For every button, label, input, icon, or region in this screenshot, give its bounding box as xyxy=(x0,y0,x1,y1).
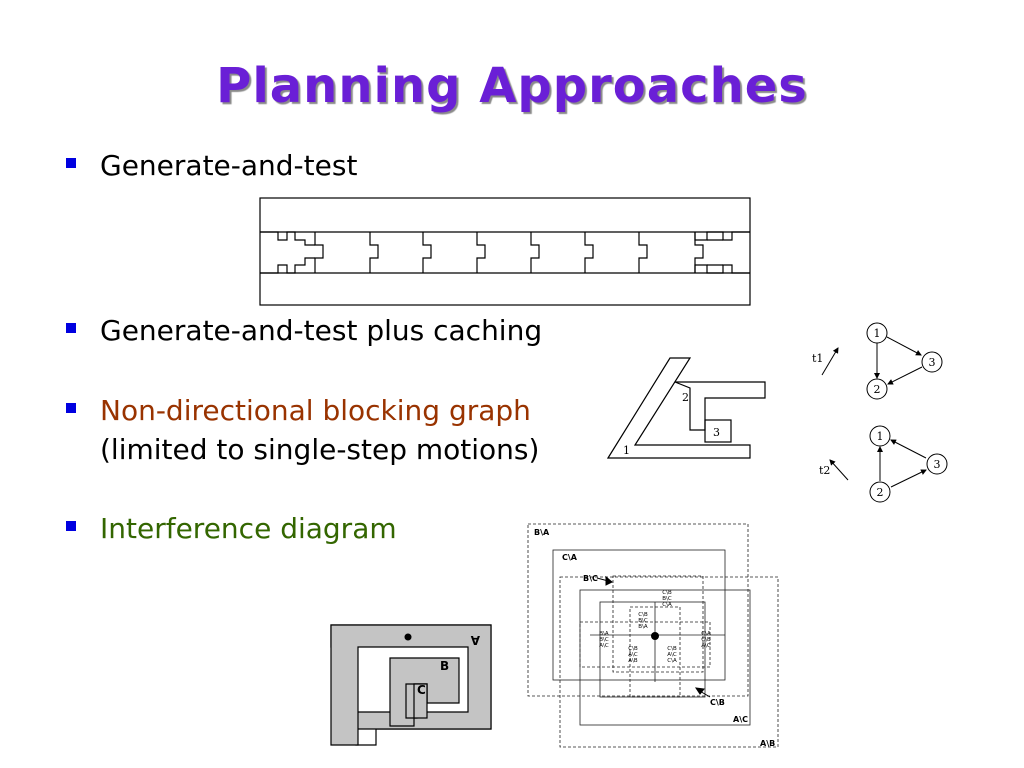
bullet-generate-and-test: Generate-and-test xyxy=(100,149,358,182)
cell-lower-left-2: A\C xyxy=(628,652,638,658)
t1-node-3: 3 xyxy=(929,356,936,369)
part-2-shape xyxy=(674,381,766,431)
cell-upper-right-1: C\B xyxy=(662,590,672,596)
bullet-marker-1 xyxy=(66,158,76,168)
label-b-minus-c: B\C xyxy=(583,574,598,583)
blocking-graphs-figure: t1 t2 1 3 2 1 3 2 xyxy=(812,322,948,503)
slide-title: Planning Approaches xyxy=(216,58,808,114)
t2-node-3: 3 xyxy=(934,458,941,471)
bullet-marker-4 xyxy=(66,521,76,531)
region-b-minus-a xyxy=(527,523,749,697)
cell-upper-right-3: C\A xyxy=(662,602,672,608)
region-b-minus-c xyxy=(612,575,704,673)
label-c-minus-a: C\A xyxy=(562,553,578,562)
graph-label-t1: t1 xyxy=(812,352,823,365)
cell-left-1: B\A xyxy=(599,631,609,637)
interlocking-parts-figure: A B C xyxy=(330,624,492,746)
cell-lower-right-1: C\B xyxy=(667,646,677,652)
cell-upper-right-2: B\C xyxy=(662,596,672,602)
cell-right-3: A\C xyxy=(701,643,711,649)
t2-node-2: 2 xyxy=(877,486,884,499)
cell-upper-left-1: C\B xyxy=(638,612,648,618)
cell-upper-left-3: B\A xyxy=(638,624,648,630)
part-1-shape xyxy=(606,357,751,459)
part-label-2: 2 xyxy=(682,391,689,404)
region-a-minus-c xyxy=(579,589,751,726)
part-label-a: A xyxy=(470,633,480,647)
bullet-ndbg-subtext: (limited to single-step motions) xyxy=(100,433,540,466)
part-label-3: 3 xyxy=(713,426,720,439)
cell-right-1: C\A xyxy=(701,631,711,637)
reference-point-icon xyxy=(651,632,659,640)
bullet-interference-diagram: Interference diagram xyxy=(100,512,397,545)
t1-node-2: 2 xyxy=(874,383,881,396)
region-c-minus-a xyxy=(552,549,726,681)
cell-lower-right-2: A\C xyxy=(667,652,677,658)
cell-lower-left-1: C\B xyxy=(628,646,638,652)
graph-label-t2: t2 xyxy=(819,464,830,477)
label-b-minus-a: B\A xyxy=(534,528,550,537)
bullet-marker-3 xyxy=(66,403,76,413)
part-label-b: B xyxy=(440,659,449,673)
cell-left-3: A\C xyxy=(599,643,609,649)
puzzle-strip-figure xyxy=(259,197,751,306)
ndbg-parts-figure: 1 2 3 xyxy=(606,357,766,459)
part-label-1: 1 xyxy=(623,444,630,457)
label-a-minus-b: A\B xyxy=(760,739,775,748)
part-3-shape xyxy=(704,419,732,443)
cell-upper-left-2: B\C xyxy=(638,618,648,624)
bullet-ndbg: Non-directional blocking graph xyxy=(100,394,531,427)
cell-lower-left-3: A\B xyxy=(628,658,638,664)
cell-left-2: B\C xyxy=(599,637,609,643)
label-c-minus-b: C\B xyxy=(710,698,725,707)
reference-point-icon xyxy=(404,633,412,641)
region-c-minus-b xyxy=(599,601,706,698)
region-a-minus-b xyxy=(559,576,779,748)
part-a-shape xyxy=(330,624,492,746)
t2-node-1: 1 xyxy=(877,430,884,443)
label-a-minus-c: A\C xyxy=(733,715,748,724)
cell-lower-right-3: C\A xyxy=(667,658,677,664)
t1-node-1: 1 xyxy=(874,327,881,340)
bullet-generate-and-test-caching: Generate-and-test plus caching xyxy=(100,314,543,347)
part-label-c: C xyxy=(417,683,426,697)
cell-right-2: C\B xyxy=(701,637,711,643)
bullet-marker-2 xyxy=(66,323,76,333)
interference-diagram-figure: B\A C\A B\C C\B A\C A\B C\B B\C C\A C\B … xyxy=(527,523,779,748)
